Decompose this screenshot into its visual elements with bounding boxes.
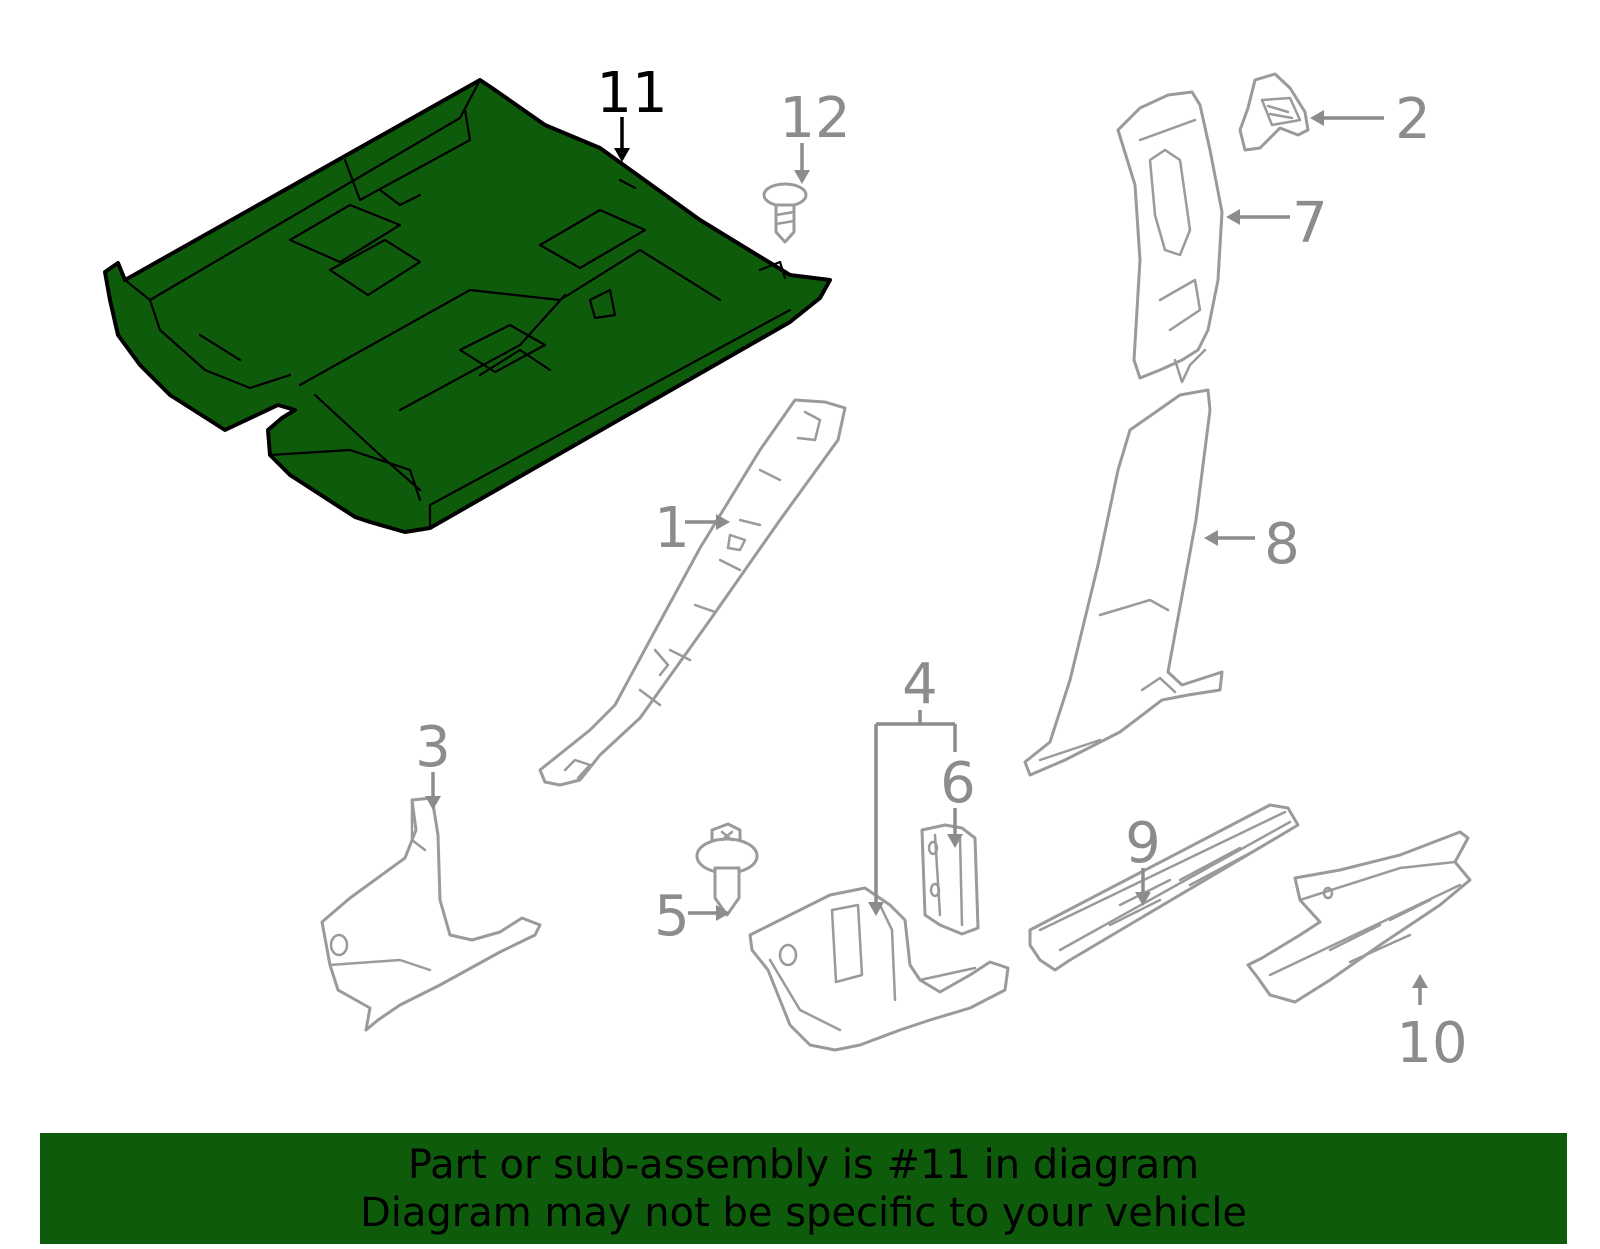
callout-12: 12	[779, 86, 850, 151]
part-7-upper-pillar-trim[interactable]	[1116, 90, 1224, 384]
callout-labels: 11 12 2 7 8 1 3 4 6 5 9 10	[415, 61, 1467, 1076]
callout-5: 5	[654, 884, 690, 949]
part-3-kick-panel[interactable]	[320, 796, 542, 1032]
banner-line-1: Part or sub-assembly is #11 in diagram	[407, 1142, 1200, 1188]
callout-10: 10	[1396, 1011, 1467, 1076]
part-5-screw-clip[interactable]	[695, 822, 759, 917]
callout-2: 2	[1395, 87, 1431, 152]
callout-8: 8	[1264, 512, 1300, 577]
part-8-center-pillar-trim[interactable]	[1023, 388, 1224, 777]
callout-9: 9	[1125, 811, 1161, 876]
part-6-bracket[interactable]	[920, 823, 980, 936]
part-1-a-pillar-trim[interactable]	[538, 398, 847, 787]
part-11-floor-carpet[interactable]	[103, 78, 832, 534]
leader-lines	[425, 110, 1428, 1005]
callout-7: 7	[1292, 191, 1328, 256]
callout-6: 6	[940, 751, 976, 816]
part-4-lower-pillar-trim[interactable]	[748, 886, 1010, 1052]
callout-11: 11	[596, 61, 667, 126]
part-12-push-clip[interactable]	[762, 182, 808, 244]
callout-4: 4	[902, 652, 938, 717]
part-2-clip[interactable]	[1238, 72, 1310, 152]
banner-line-2: Diagram may not be specific to your vehi…	[359, 1190, 1248, 1236]
info-banner: Part or sub-assembly is #11 in diagram D…	[40, 1133, 1567, 1244]
callout-3: 3	[415, 715, 451, 780]
part-9-front-scuff-plate[interactable]	[1028, 803, 1300, 972]
part-10-rear-scuff-plate[interactable]	[1246, 830, 1472, 1004]
callout-1: 1	[654, 496, 690, 561]
